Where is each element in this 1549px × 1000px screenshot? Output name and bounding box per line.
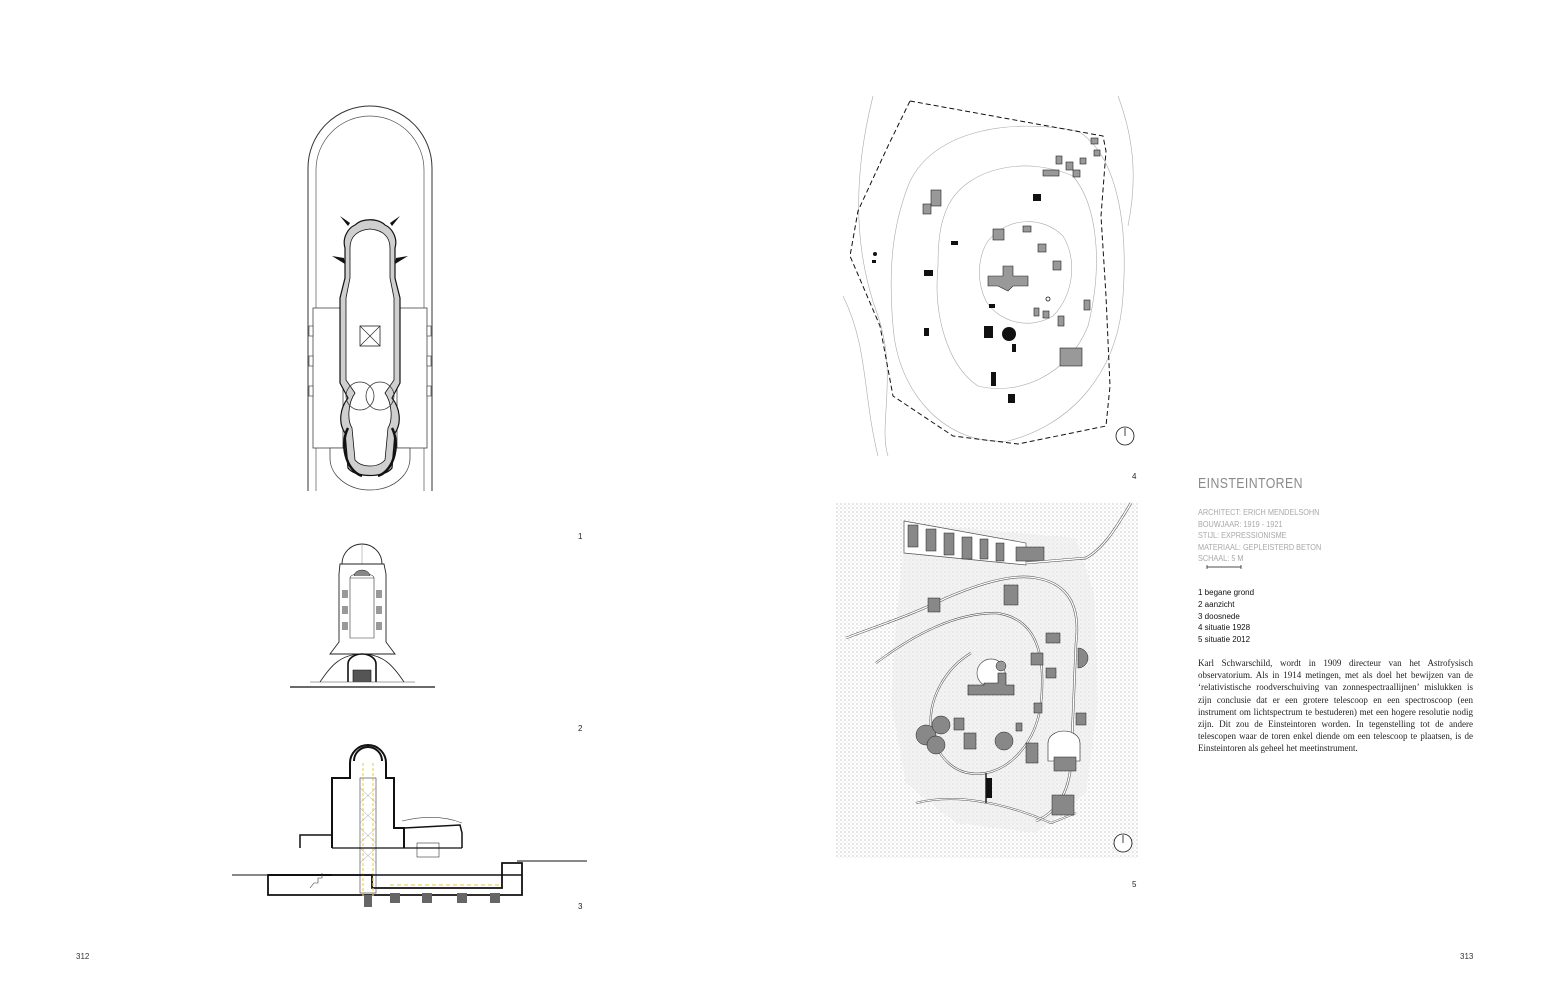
scale-line: SCHAAL: 5 M xyxy=(1198,553,1244,563)
building-title: EINSTEINTOREN xyxy=(1198,475,1303,492)
site-plan-2012 xyxy=(836,502,1138,858)
figure-number-3: 3 xyxy=(578,902,583,911)
body-paragraph: Karl Schwarschild, wordt in 1909 directe… xyxy=(1198,658,1473,754)
floor-plan-drawing xyxy=(307,105,433,491)
figure-number-5: 5 xyxy=(1132,880,1137,889)
figure-number-1: 1 xyxy=(578,532,583,541)
page-number-left: 312 xyxy=(76,952,90,961)
site-plan-1928 xyxy=(842,95,1135,457)
style-line: STIJL: EXPRESSIONISME xyxy=(1198,530,1287,540)
material-line: MATERIAAL: GEPLEISTERD BETON xyxy=(1198,541,1322,552)
section-drawing xyxy=(232,744,587,907)
figure-legend: 1 begane grond 2 aanzicht 3 doosnede 4 s… xyxy=(1198,587,1254,646)
legend-item: 4 situatie 1928 xyxy=(1198,623,1251,633)
figure-number-2: 2 xyxy=(578,724,583,733)
page-number-right: 313 xyxy=(1460,952,1474,961)
building-metadata: ARCHITECT: ERICH MENDELSOHN BOUWJAAR: 19… xyxy=(1198,506,1321,564)
scale-bar xyxy=(1206,565,1242,569)
legend-item: 1 begane grond xyxy=(1198,588,1255,597)
legend-item: 2 aanzicht xyxy=(1198,599,1235,609)
elevation-drawing xyxy=(290,543,435,688)
legend-item: 5 situatie 2012 xyxy=(1198,635,1251,645)
legend-item: 3 doosnede xyxy=(1198,611,1240,621)
architect-line: ARCHITECT: ERICH MENDELSOHN xyxy=(1198,507,1320,517)
year-line: BOUWJAAR: 1919 - 1921 xyxy=(1198,518,1283,529)
figure-number-4: 4 xyxy=(1132,472,1137,481)
